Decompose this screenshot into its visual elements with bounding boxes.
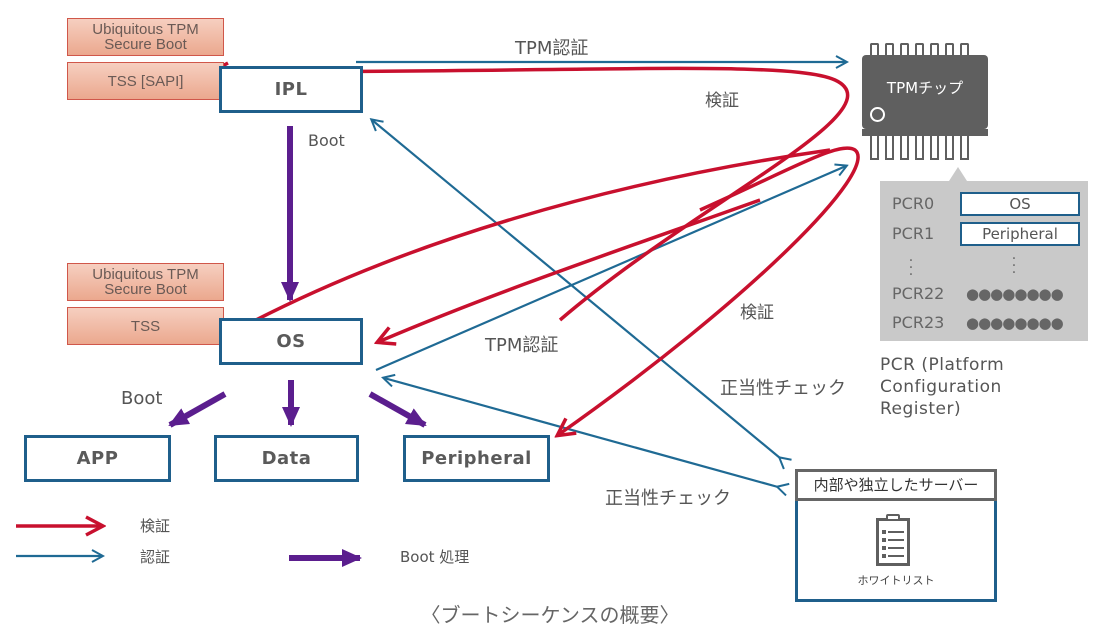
clipboard-line bbox=[888, 547, 904, 549]
chip-pin bbox=[945, 43, 954, 55]
app-node: APP bbox=[24, 435, 171, 482]
pcr-row-name: PCR23 bbox=[892, 313, 945, 332]
pcr-ellipsis-names: ··· bbox=[908, 253, 914, 283]
chip-pin bbox=[900, 136, 909, 160]
data-label: Data bbox=[261, 448, 312, 469]
boot-arrow-os-to-peripheral bbox=[368, 391, 427, 428]
clipboard-bullet bbox=[882, 546, 886, 550]
legend-boot-label: Boot 処理 bbox=[400, 548, 470, 566]
pcr-ellipsis-values: ··· bbox=[1011, 251, 1017, 281]
tpm-chip-label: TPMチップ bbox=[886, 79, 964, 97]
tpm-auth-label-top: TPM認証 bbox=[515, 38, 589, 59]
peripheral-label: Peripheral bbox=[421, 448, 532, 469]
pcr-caption-line1: PCR (Platform bbox=[880, 355, 1005, 375]
chip-pin bbox=[915, 43, 924, 55]
tss-box: TSS bbox=[67, 307, 224, 345]
whitelist-label: ホワイトリスト bbox=[857, 574, 935, 587]
pcr-caption-line3: Register) bbox=[880, 399, 962, 419]
clipboard-clip bbox=[886, 514, 900, 521]
boot-arrow-os-to-app bbox=[168, 391, 227, 428]
clipboard-bullet bbox=[882, 538, 886, 542]
pcr-caption-line2: Configuration bbox=[880, 377, 1002, 397]
chip-pin bbox=[960, 136, 969, 160]
verify-arrow-tpm-to-tss bbox=[222, 148, 831, 338]
verify-arrow-tpm-to-os bbox=[558, 146, 860, 435]
auth-arrow-os-to-tpm bbox=[375, 166, 846, 372]
tss-sapi-box: TSS [SAPI] bbox=[67, 62, 224, 100]
pcr-row-value-hidden: ●●●●●●●● bbox=[966, 314, 1064, 332]
clipboard-body bbox=[876, 518, 910, 566]
clipboard-line bbox=[888, 531, 904, 533]
chip-icon: TPMチップ bbox=[862, 55, 988, 129]
verify-arrow-loop-to-os bbox=[378, 198, 761, 342]
legitimacy-check-label-1: 正当性チェック bbox=[720, 378, 846, 399]
chip-pin bbox=[870, 136, 879, 160]
clipboard-bullet bbox=[882, 554, 886, 558]
boot-label-ipl-os: Boot bbox=[308, 131, 345, 150]
boot-label-os-children: Boot bbox=[121, 388, 163, 409]
pcr-row-name: PCR1 bbox=[892, 224, 935, 243]
tss-sapi-label: TSS [SAPI] bbox=[107, 72, 184, 90]
chip-pin bbox=[930, 43, 939, 55]
peripheral-node: Peripheral bbox=[403, 435, 550, 482]
pcr-row-value: Peripheral bbox=[960, 222, 1080, 246]
diagram-caption: 〈ブートシーケンスの概要〉 bbox=[420, 603, 680, 627]
data-node: Data bbox=[214, 435, 359, 482]
chip-pin bbox=[900, 43, 909, 55]
chip-pin bbox=[885, 136, 894, 160]
server-title: 内部や独立したサーバー bbox=[795, 469, 997, 501]
pcr-row-name: PCR22 bbox=[892, 284, 945, 303]
legitimacy-arrow-ipl-server bbox=[372, 120, 780, 458]
secure-boot-title-line1: Ubiquitous TPM bbox=[92, 21, 199, 38]
pcr-row-value-hidden: ●●●●●●●● bbox=[966, 285, 1064, 303]
pcr-callout-pointer bbox=[949, 167, 967, 181]
pcr-row-name: PCR0 bbox=[892, 194, 935, 213]
ipl-label: IPL bbox=[274, 79, 308, 100]
secure-boot-mid-title-line2: Secure Boot bbox=[104, 281, 187, 298]
legend-auth-label: 認証 bbox=[140, 548, 171, 566]
verify-label-mid: 検証 bbox=[740, 303, 774, 323]
clipboard-line bbox=[888, 539, 904, 541]
tss-label: TSS bbox=[130, 317, 161, 335]
secure-boot-mid-title-line1: Ubiquitous TPM bbox=[92, 266, 199, 283]
chip-dot-icon bbox=[870, 107, 885, 122]
chip-pin bbox=[870, 43, 879, 55]
legitimacy-check-label-2: 正当性チェック bbox=[605, 488, 731, 509]
ipl-node: IPL bbox=[219, 66, 363, 113]
os-node: OS bbox=[219, 318, 363, 365]
legend-verify-label: 検証 bbox=[140, 517, 171, 535]
clipboard-line bbox=[888, 555, 904, 557]
pcr-row-value: OS bbox=[960, 192, 1080, 216]
clipboard-bullet bbox=[882, 530, 886, 534]
os-label: OS bbox=[276, 331, 306, 352]
verify-arrow-tpm-to-tss-sapi bbox=[212, 68, 850, 322]
chip-pin bbox=[885, 43, 894, 55]
secure-boot-title-line2: Secure Boot bbox=[104, 36, 187, 53]
app-label: APP bbox=[76, 448, 119, 469]
chip-base bbox=[862, 129, 988, 136]
chip-pin bbox=[930, 136, 939, 160]
legitimacy-arrow-os-server bbox=[384, 378, 778, 487]
chip-pin bbox=[915, 136, 924, 160]
chip-pin bbox=[960, 43, 969, 55]
chip-pin bbox=[945, 136, 954, 160]
verify-label-top: 検証 bbox=[705, 91, 739, 111]
tpm-auth-label-mid: TPM認証 bbox=[485, 335, 559, 356]
